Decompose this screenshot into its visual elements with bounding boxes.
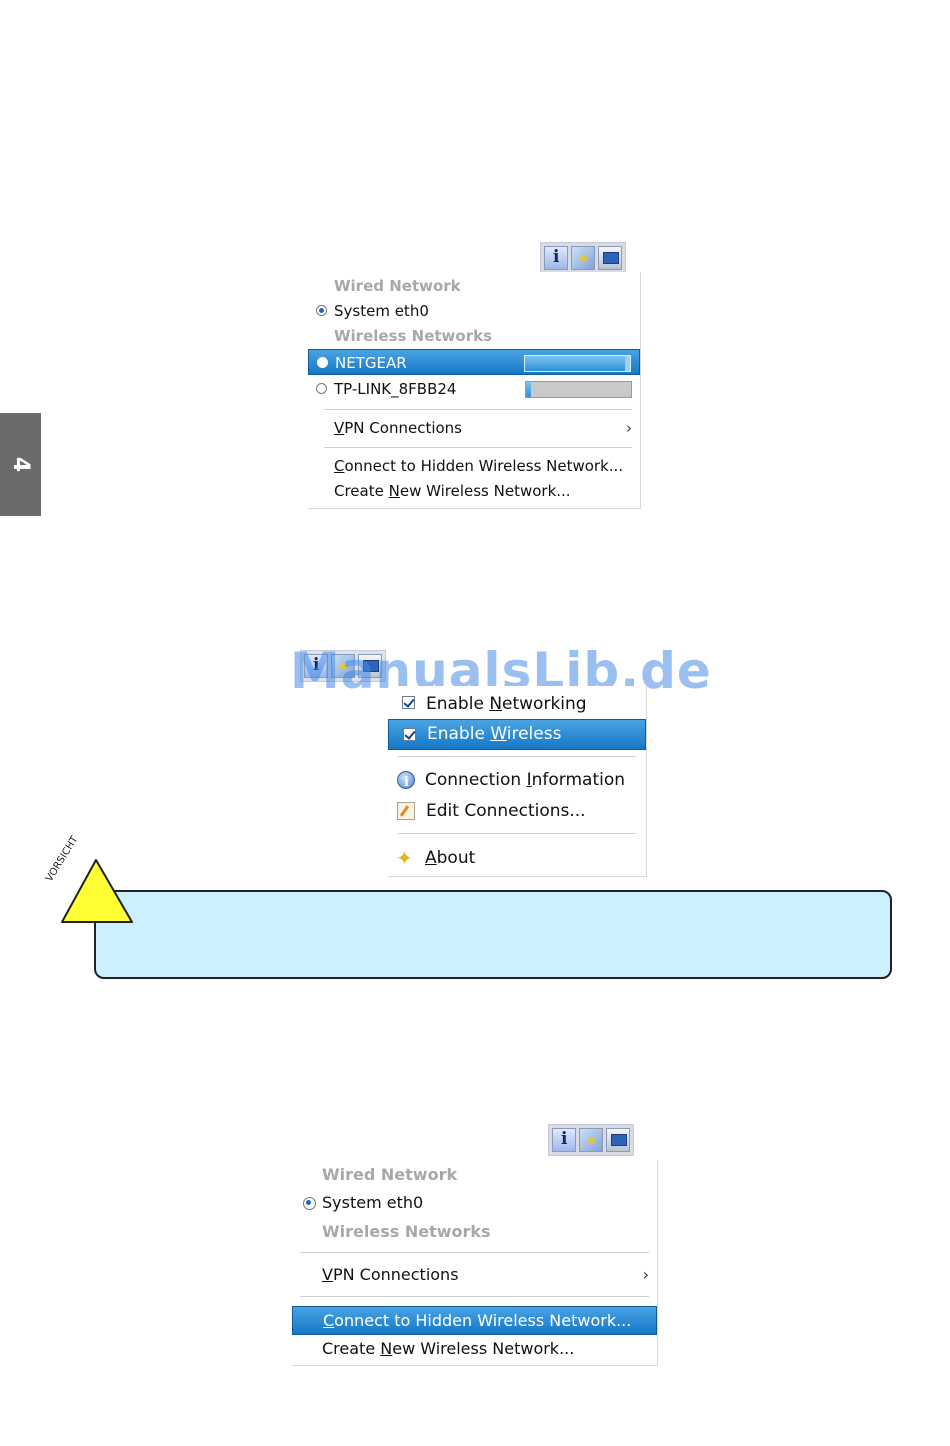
caution-box <box>94 890 892 979</box>
info-icon[interactable] <box>304 654 328 678</box>
tray-icons-3 <box>548 1124 634 1156</box>
network-icon[interactable] <box>579 1128 603 1152</box>
accelerator-key: A <box>425 848 437 868</box>
chapter-number: 4 <box>8 456 33 473</box>
accelerator-key: C <box>323 1311 335 1330</box>
tray-icons-2 <box>300 650 386 682</box>
separator <box>398 756 636 757</box>
wired-network-header: Wired Network <box>334 277 461 295</box>
separator <box>398 833 636 834</box>
accelerator-key: N <box>388 482 400 500</box>
wired-item-system-eth0[interactable]: System eth0 <box>292 1189 657 1217</box>
enable-wireless-item[interactable]: Enable Wireless <box>388 719 646 750</box>
radio-selected-icon <box>316 305 327 316</box>
wired-item-label: System eth0 <box>334 302 429 320</box>
wired-item-label: System eth0 <box>322 1193 424 1212</box>
about-item[interactable]: ✦ About <box>388 844 646 872</box>
radio-icon <box>317 357 328 368</box>
label-part: onnect to Hidden Wireless Network... <box>334 1311 632 1330</box>
wired-item-system-eth0[interactable]: System eth0 <box>308 298 640 324</box>
label-part: nformation <box>531 770 626 790</box>
separator <box>324 447 632 448</box>
tray-icons-1 <box>540 242 626 274</box>
signal-strength-bar <box>525 381 632 398</box>
info-icon[interactable] <box>544 246 568 270</box>
accelerator-key: C <box>334 457 345 475</box>
wireless-networks-header: Wireless Networks <box>334 327 493 345</box>
network-menu-3: Wired Network System eth0 Wireless Netwo… <box>292 1160 658 1366</box>
create-new-network-item[interactable]: Create New Wireless Network... <box>292 1335 657 1363</box>
label-part: PN Connections <box>332 1265 459 1284</box>
network-name: TP-LINK_8FBB24 <box>334 380 457 398</box>
connect-hidden-network-item[interactable]: Connect to Hidden Wireless Network... <box>308 453 640 479</box>
accelerator-key: V <box>322 1265 333 1284</box>
label-part: Create <box>334 482 389 500</box>
label-part: onnect to Hidden Wireless Network... <box>344 457 624 475</box>
label-part: ireless <box>506 724 562 744</box>
chapter-tab: 4 <box>0 413 41 516</box>
create-new-network-item[interactable]: Create New Wireless Network... <box>308 478 640 504</box>
wireless-networks-header: Wireless Networks <box>322 1222 491 1241</box>
checkbox-checked-icon <box>403 728 416 741</box>
network-icon[interactable] <box>331 654 355 678</box>
separator <box>300 1252 649 1253</box>
label-part: etworking <box>502 694 587 714</box>
vpn-connections-item[interactable]: VPN Connections › <box>292 1261 657 1289</box>
computer-icon[interactable] <box>598 246 622 270</box>
wireless-item-netgear[interactable]: NETGEAR <box>308 349 640 375</box>
radio-selected-icon <box>303 1197 316 1210</box>
edit-connections-item[interactable]: Edit Connections... <box>388 797 646 825</box>
submenu-arrow-icon: › <box>626 419 632 437</box>
label-part: PN Connections <box>344 419 462 437</box>
accelerator-key: I <box>526 770 532 790</box>
accelerator-key: W <box>490 724 507 744</box>
label-part: ew Wireless Network... <box>399 482 571 500</box>
warning-triangle-icon <box>61 859 133 923</box>
accelerator-key: N <box>489 694 503 714</box>
enable-networking-item[interactable]: Enable Networking <box>388 690 646 718</box>
label-part: Enable <box>426 694 490 714</box>
separator <box>300 1296 649 1297</box>
accelerator-key: N <box>380 1339 393 1358</box>
label-part: bout <box>436 848 476 868</box>
label-part: Enable <box>427 724 491 744</box>
signal-strength-bar <box>524 355 631 372</box>
edit-icon <box>397 802 415 820</box>
connection-information-item[interactable]: Connection Information <box>388 766 646 797</box>
network-menu-1: Wired Network System eth0 Wireless Netwo… <box>308 272 641 509</box>
label-part: Edit Connections... <box>426 801 586 821</box>
network-name: NETGEAR <box>335 354 407 372</box>
radio-icon <box>316 383 327 394</box>
accelerator-key: V <box>334 419 345 437</box>
wired-network-header: Wired Network <box>322 1165 458 1184</box>
info-icon[interactable] <box>552 1128 576 1152</box>
checkbox-checked-icon <box>402 696 415 709</box>
star-icon: ✦ <box>396 846 413 870</box>
label-part: Connection <box>425 770 527 790</box>
info-icon <box>397 769 415 797</box>
computer-icon[interactable] <box>606 1128 630 1152</box>
vpn-connections-item[interactable]: VPN Connections › <box>308 415 640 441</box>
submenu-arrow-icon: › <box>642 1265 649 1284</box>
label-part: Create <box>322 1339 381 1358</box>
wireless-item-tp-link[interactable]: TP-LINK_8FBB24 <box>308 376 640 402</box>
computer-icon[interactable] <box>358 654 382 678</box>
network-context-menu: Enable Networking Enable Wireless Connec… <box>388 686 647 877</box>
network-icon[interactable] <box>571 246 595 270</box>
label-part: ew Wireless Network... <box>392 1339 575 1358</box>
separator <box>324 409 632 410</box>
connect-hidden-network-item[interactable]: Connect to Hidden Wireless Network... <box>292 1306 657 1335</box>
